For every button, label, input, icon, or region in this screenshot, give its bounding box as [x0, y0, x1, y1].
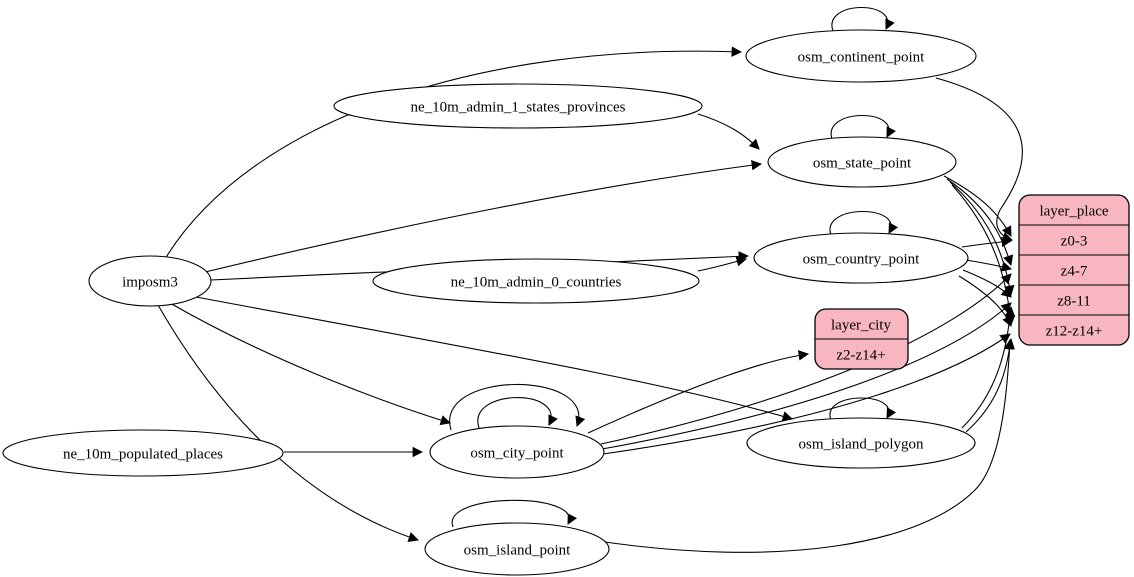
ne_10m_admin_1_states_provinces-ellipse: [333, 83, 703, 129]
node-osm_country_point: osm_country_point: [753, 232, 969, 284]
ne_10m_populated_places-label: ne_10m_populated_places: [63, 446, 223, 462]
edge-osm_continent_point-z0-3: [935, 77, 1023, 242]
edge-osm_country_point-z8-11: [962, 269, 1012, 298]
edge-osm_state_point-z0-3: [943, 175, 1012, 237]
edge-osm_country_point-z4-7: [965, 259, 1013, 272]
osm_country_point-ellipse: [753, 232, 969, 284]
node-osm_city_point: osm_city_point: [429, 425, 605, 479]
edge-imposm3-osm_continent_point: [164, 46, 743, 260]
layer_place-title: layer_place: [1039, 203, 1108, 219]
edge-imposm3-osm_island_polygon: [195, 296, 794, 422]
edge-osm_city_point-layer_city: [587, 350, 810, 434]
loop-osm_city_point-inner: [477, 397, 558, 429]
node-osm_state_point: osm_state_point: [767, 136, 957, 188]
edge-osm_city_point-z12-z14: [602, 333, 1011, 455]
osm_island_point-label: osm_island_point: [464, 542, 572, 558]
node-osm_island_polygon: osm_island_polygon: [746, 417, 976, 469]
loop-osm_country_point: [829, 211, 899, 236]
edge-imposm3-osm_city_point: [169, 302, 451, 426]
node-ne_10m_admin_1_states_provinces: ne_10m_admin_1_states_provinces: [333, 83, 703, 129]
osm_island_polygon-ellipse: [746, 417, 976, 469]
loop-osm_state_point: [830, 115, 896, 140]
edge-osm_state_point-z4-7: [946, 178, 1014, 266]
edge-osm_city_point-z8-11: [601, 302, 1012, 450]
node-osm_island_point: osm_island_point: [424, 522, 610, 576]
edge-osm_city_point-z4-7: [600, 273, 1012, 445]
ne_10m_admin_1_states_provinces-label: ne_10m_admin_1_states_provinces: [411, 99, 626, 115]
layer_city-title: layer_city: [831, 317, 891, 333]
layer_place-row-z0-3: z0-3: [1061, 233, 1088, 249]
edge-osm_island_polygon-z12-z14: [965, 337, 1015, 433]
record-layer_place: layer_place z0-3 z4-7 z8-11 z12-z14+: [1018, 194, 1130, 346]
imposm3-label: imposm3: [122, 274, 178, 290]
layer_place-box: [1018, 194, 1130, 346]
record-layer_city: layer_city z2-z14+: [814, 308, 909, 370]
imposm3-ellipse: [88, 255, 212, 307]
edge-osm_island_point-z12-z14: [597, 338, 1015, 553]
osm_island_point-ellipse: [424, 522, 610, 576]
layer_city-row-z2-z14: z2-z14+: [836, 347, 885, 363]
edge-osm_state_point-z8-11: [949, 181, 1015, 297]
edge-imposm3-osm_state_point: [200, 160, 763, 274]
osm_continent_point-label: osm_continent_point: [798, 49, 925, 65]
osm_island_polygon-label: osm_island_polygon: [798, 436, 924, 452]
edge-osm_country_point-z0-3: [961, 236, 1013, 248]
osm_country_point-label: osm_country_point: [803, 251, 920, 267]
node-ne_10m_admin_0_countries: ne_10m_admin_0_countries: [372, 258, 700, 304]
loop-osm_continent_point: [831, 6, 895, 32]
osm_state_point-label: osm_state_point: [813, 155, 912, 171]
node-osm_continent_point: osm_continent_point: [745, 29, 977, 83]
ne_10m_admin_0_countries-label: ne_10m_admin_0_countries: [451, 274, 622, 290]
osm_continent_point-ellipse: [745, 29, 977, 83]
node-imposm3: imposm3: [88, 255, 212, 307]
layer_place-row-z12-z14: z12-z14+: [1046, 323, 1103, 339]
node-ne_10m_populated_places: ne_10m_populated_places: [2, 429, 284, 477]
loop-osm_city_point-outer: [449, 384, 586, 431]
edge-osm_country_point-z12-z14: [958, 275, 1012, 327]
layer_place-row-z8-11: z8-11: [1057, 293, 1091, 309]
edge-ne_10m_admin_0_countries-osm_country_point: [697, 256, 748, 272]
loop-osm_island_point: [451, 499, 578, 528]
osm_city_point-ellipse: [429, 425, 605, 479]
edge-imposm3-osm_island_point: [157, 304, 419, 543]
loop-osm_island_polygon: [829, 397, 897, 421]
osm_state_point-ellipse: [767, 136, 957, 188]
ne_10m_populated_places-ellipse: [2, 429, 284, 477]
edge-ne_10m_admin_1_states_provinces-osm_state_point: [697, 113, 760, 150]
layer_place-row-z4-7: z4-7: [1061, 263, 1088, 279]
edge-osm_island_polygon-z8-11: [961, 305, 1016, 429]
ne_10m_admin_0_countries-ellipse: [372, 258, 700, 304]
osm_city_point-label: osm_city_point: [470, 445, 564, 461]
